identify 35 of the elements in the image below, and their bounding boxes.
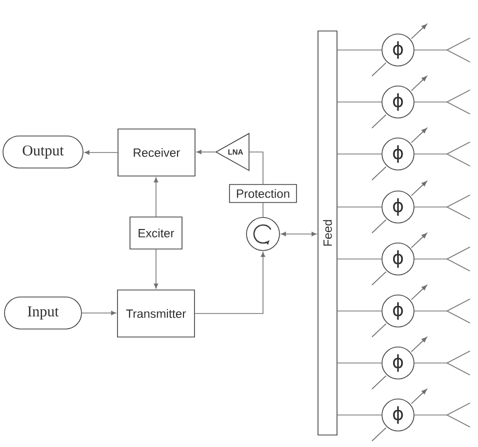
connector-line — [337, 310, 382, 312]
rounded-box: Output — [2, 136, 84, 168]
process-box: Exciter — [130, 216, 182, 250]
connector-line — [414, 362, 448, 364]
rounded-box: Input — [4, 296, 82, 330]
connector-line — [262, 202, 264, 218]
arrow — [82, 310, 116, 316]
connector-line — [414, 414, 448, 416]
arrow — [281, 232, 317, 236]
arrow — [194, 252, 266, 314]
antenna-symbol — [446, 194, 470, 220]
antenna-symbol — [446, 38, 470, 62]
arrow — [84, 150, 118, 155]
connector-line — [337, 414, 382, 416]
process-box: Transmitter — [117, 290, 195, 338]
antenna-symbol — [446, 246, 470, 272]
connector-line — [414, 206, 448, 208]
antenna-symbol — [446, 402, 470, 428]
connector-line — [414, 310, 448, 312]
process-box: Protection — [229, 184, 297, 203]
antenna-symbol — [446, 90, 470, 114]
connector-line — [337, 362, 382, 364]
antenna-symbol — [446, 298, 470, 324]
connector-line — [414, 258, 448, 260]
arrow — [196, 150, 216, 154]
antenna-symbol — [446, 350, 470, 376]
arrow — [154, 249, 158, 288]
connector-line — [248, 152, 264, 184]
process-box: Receiver — [118, 128, 196, 176]
feed-bar: Feed — [318, 30, 338, 436]
connector-line — [337, 206, 382, 208]
arrow — [154, 177, 158, 217]
connector-line — [337, 258, 382, 260]
circulator-symbol — [246, 217, 280, 251]
antenna-symbol — [446, 142, 470, 166]
